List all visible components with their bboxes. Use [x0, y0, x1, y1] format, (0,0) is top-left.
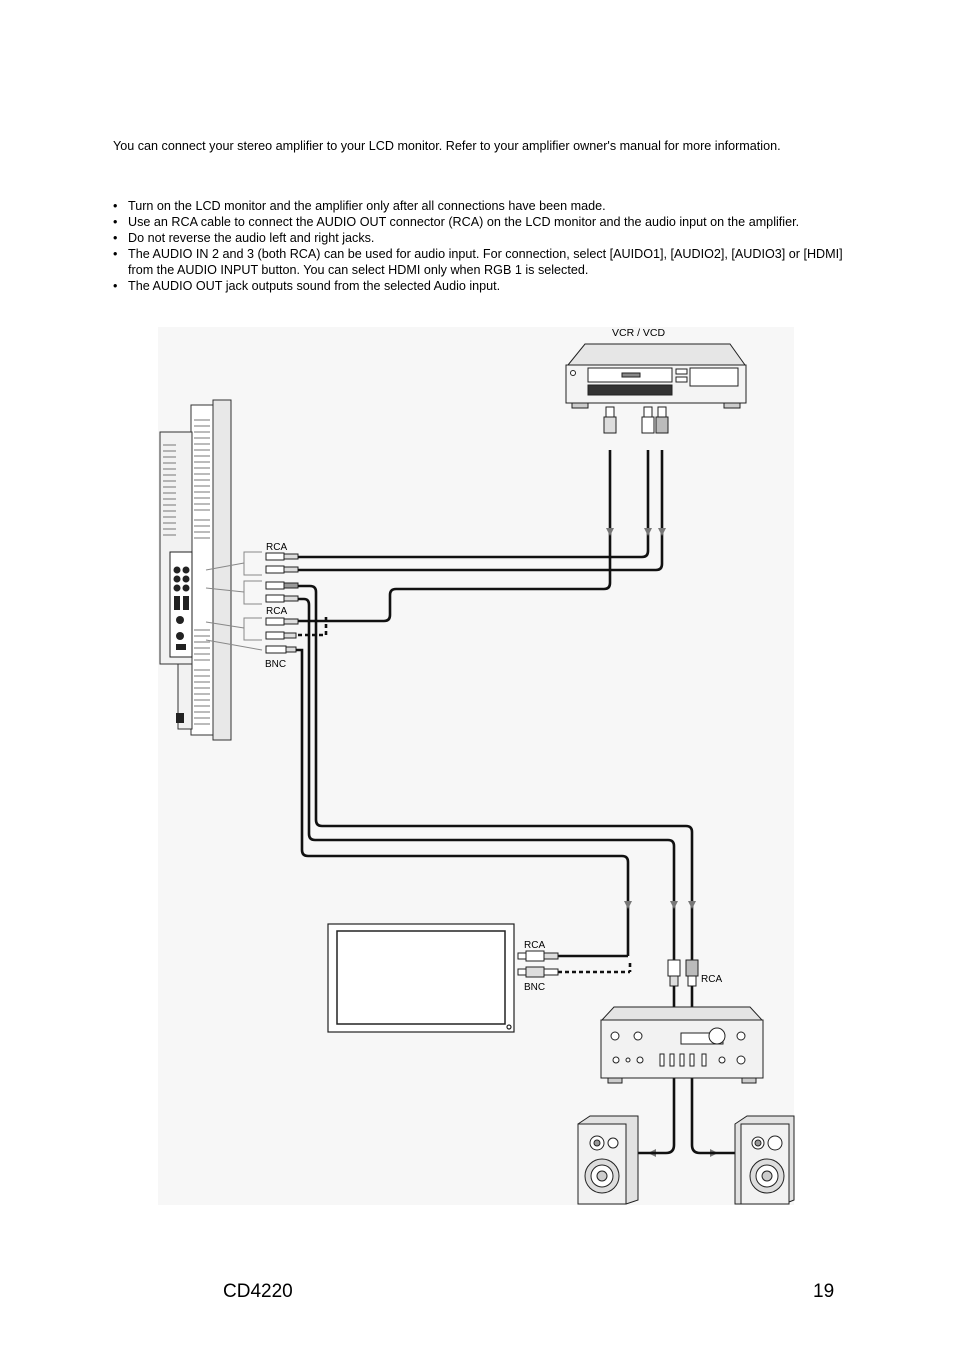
amplifier-cables: [638, 986, 735, 1155]
rca-label-amp: RCA: [701, 974, 722, 985]
connection-notes-list: Turn on the LCD monitor and the amplifie…: [113, 198, 843, 294]
left-speaker: [577, 1115, 639, 1205]
rca-label-display: RCA: [524, 940, 545, 951]
note-item: The AUDIO IN 2 and 3 (both RCA) can be u…: [113, 246, 843, 278]
vcr-rca-plugs: [603, 406, 669, 434]
bnc-label-monitor: BNC: [265, 659, 286, 670]
bnc-label-display: BNC: [524, 982, 545, 993]
right-speaker: [734, 1115, 795, 1205]
footer-page-number: 19: [813, 1281, 835, 1302]
monitor-rca-plugs: [265, 552, 299, 654]
vcr-vcd-label: VCR / VCD: [612, 327, 666, 339]
lcd-monitor-side-view: [159, 399, 232, 741]
amplifier-device: [600, 1006, 764, 1084]
note-item: Turn on the LCD monitor and the amplifie…: [113, 198, 843, 214]
rca-label-top: RCA: [266, 542, 287, 553]
display-plugs: [517, 950, 559, 978]
vcr-audio-cables: [298, 450, 664, 623]
note-item: Do not reverse the audio left and right …: [113, 230, 843, 246]
vcr-vcd-device: [565, 343, 747, 409]
footer-model-name: CD4220: [223, 1281, 293, 1302]
rca-label-middle: RCA: [266, 606, 287, 617]
direction-arrows: [606, 528, 718, 1157]
note-item: The AUDIO OUT jack outputs sound from th…: [113, 278, 843, 294]
intro-paragraph: You can connect your stereo amplifier to…: [113, 139, 781, 153]
monitor-connector-brackets: [205, 551, 263, 651]
flat-display-front: [327, 923, 515, 1033]
monitor-output-cables: [296, 584, 694, 960]
note-item: Use an RCA cable to connect the AUDIO OU…: [113, 214, 843, 230]
